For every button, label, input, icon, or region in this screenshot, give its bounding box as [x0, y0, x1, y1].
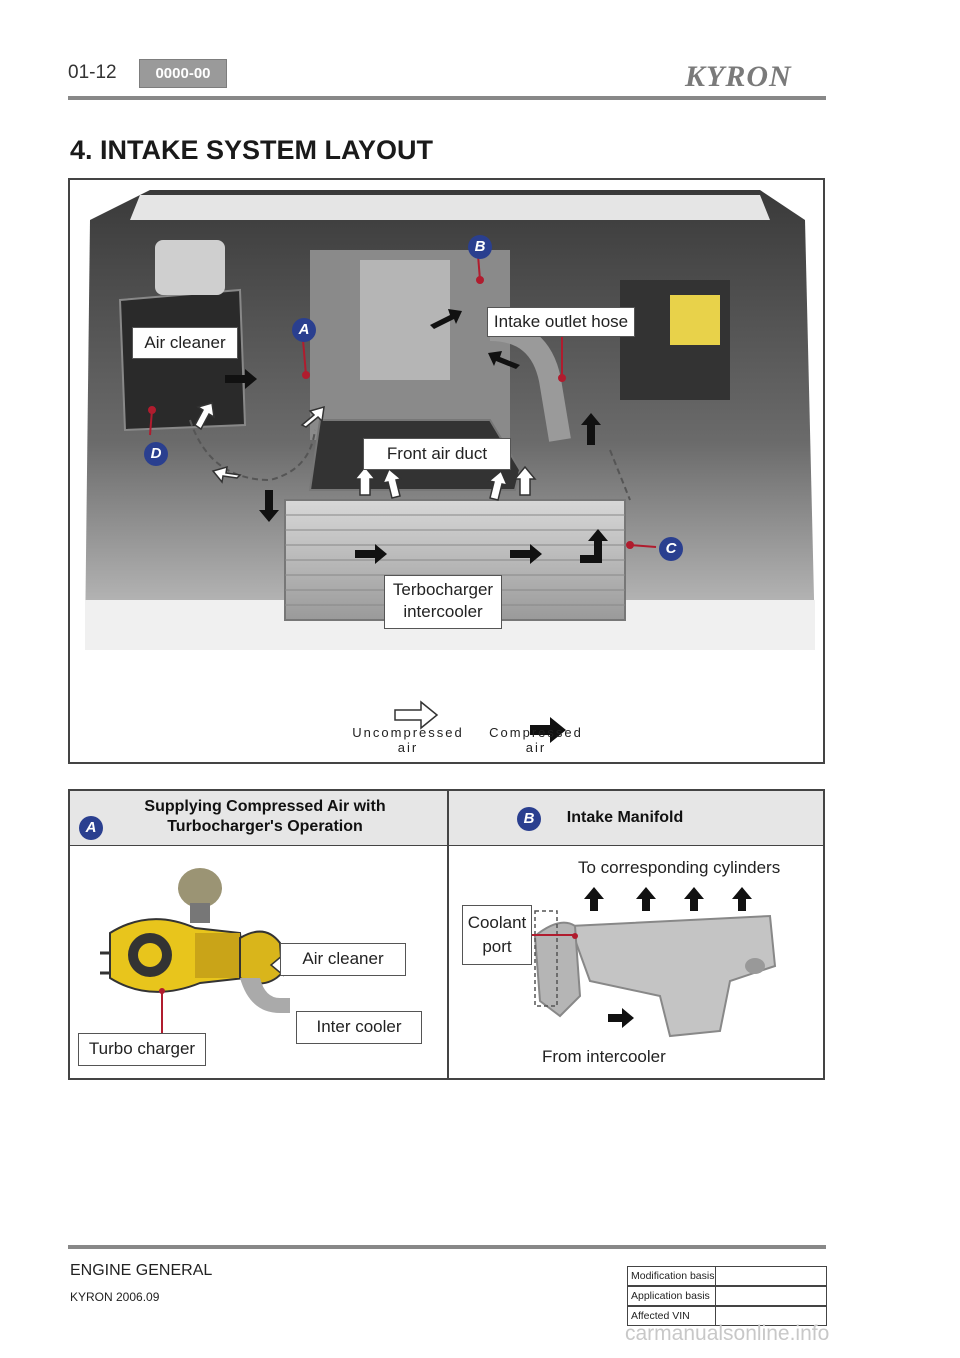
info-row: Application basis	[627, 1286, 827, 1306]
info-row: Affected VIN	[627, 1306, 827, 1326]
to-cylinders-label: To corresponding cylinders	[578, 858, 781, 877]
info-row-label: Application basis	[628, 1287, 716, 1305]
table-header-a-title: Supplying Compressed Air with Turbocharg…	[100, 797, 430, 837]
coolant-port-callout: Coolant port	[462, 905, 532, 965]
column-divider	[447, 791, 449, 1078]
coolant-port-leader	[532, 934, 576, 936]
detail-table: A Supplying Compressed Air with Turbocha…	[68, 789, 825, 1080]
engine-bay-illustration	[85, 190, 815, 743]
page-title: 4. INTAKE SYSTEM LAYOUT	[70, 135, 434, 165]
marker-b: B	[468, 235, 492, 259]
turbo-intercooler-label: Terbocharger intercooler	[384, 575, 502, 629]
footer-section-title: ENGINE GENERAL	[70, 1262, 213, 1279]
intake-manifold-illustration	[533, 887, 777, 1038]
legend-compressed-line1: Compressed	[489, 725, 583, 740]
table-header-a	[70, 791, 447, 846]
info-row-label: Modification basis	[628, 1267, 716, 1285]
intake-outlet-hose-label: Intake outlet hose	[487, 307, 635, 337]
legend-compressed-line2: air	[525, 740, 547, 755]
watermark: carmanualsonline.info	[625, 1322, 830, 1345]
legend-uncompressed-line1: Uncompressed	[352, 725, 464, 740]
coolant-port-line2: port	[482, 937, 512, 956]
turbo-intercooler-label-line2: intercooler	[403, 602, 483, 621]
marker-d: D	[144, 442, 168, 466]
legend-uncompressed: Uncompressed air	[348, 725, 468, 755]
table-header-b	[447, 791, 823, 846]
marker-a: A	[292, 318, 316, 342]
engine-bay-figure: Air cleaner Intake outlet hose Front air…	[68, 178, 825, 764]
air-cleaner-callout: Air cleaner	[280, 943, 406, 976]
page-number: 01-12	[68, 62, 117, 83]
coolant-port-line1: Coolant	[467, 913, 527, 932]
table-header-a-line2: Turbocharger's Operation	[167, 818, 363, 835]
front-air-duct-label: Front air duct	[363, 438, 511, 470]
section-code-badge: 0000-00	[139, 59, 227, 88]
footer-model: KYRON 2006.09	[70, 1290, 160, 1304]
table-marker-a: A	[79, 816, 103, 840]
footer-rule	[68, 1245, 826, 1249]
header-rule	[68, 96, 826, 100]
from-intercooler-label: From intercooler	[542, 1047, 666, 1066]
info-row-label: Affected VIN	[628, 1307, 716, 1325]
turbo-charger-callout: Turbo charger	[78, 1033, 206, 1066]
info-row: Modification basis	[627, 1266, 827, 1286]
air-cleaner-label: Air cleaner	[132, 327, 238, 359]
table-header-a-line1: Supplying Compressed Air with	[144, 798, 386, 815]
legend-compressed: Compressed air	[486, 725, 586, 755]
revision-info-table: Modification basis Application basis Aff…	[627, 1266, 827, 1326]
turbo-intercooler-label-line1: Terbocharger	[392, 580, 494, 599]
marker-c: C	[659, 537, 683, 561]
brand-logo: KYRON	[685, 60, 792, 93]
table-header-b-title: Intake Manifold	[566, 809, 684, 826]
table-marker-b: B	[517, 807, 541, 831]
inter-cooler-callout: Inter cooler	[296, 1011, 422, 1044]
legend-uncompressed-line2: air	[397, 740, 419, 755]
